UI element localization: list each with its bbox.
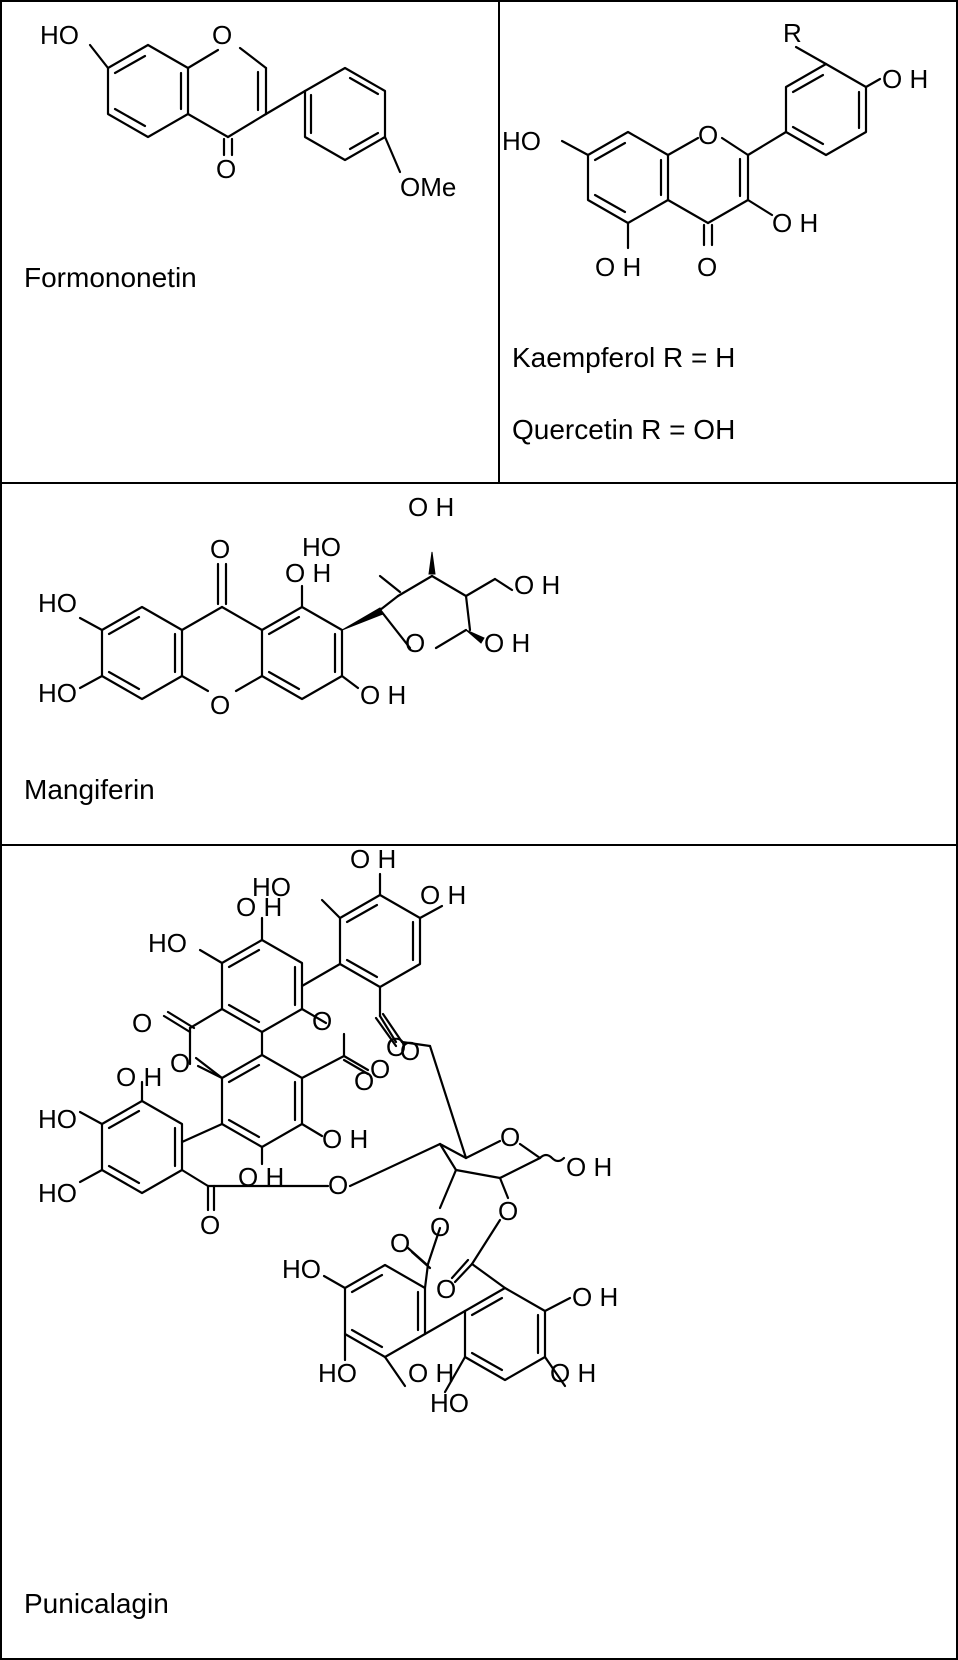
atom-label: O xyxy=(500,1122,520,1152)
atom-label: O xyxy=(430,1212,450,1242)
atom-label: O xyxy=(212,20,232,50)
atom-label: O xyxy=(210,534,230,564)
atom-label: O xyxy=(216,154,236,184)
atom-label: O xyxy=(436,1274,456,1304)
atom-label: O H xyxy=(514,570,560,600)
atom-label: O H xyxy=(572,1282,618,1312)
atom-label: HO xyxy=(40,20,79,50)
atom-label: O H xyxy=(408,1358,454,1388)
atom-label: HO xyxy=(38,1104,77,1134)
atom-label: HO xyxy=(148,928,187,958)
compound-name: Formononetin xyxy=(24,262,197,293)
atom-label: O H xyxy=(350,844,396,874)
atom-label: O H xyxy=(322,1124,368,1154)
atom-label: O H xyxy=(882,64,928,94)
atom-label: O xyxy=(170,1048,190,1078)
atom-label: HO xyxy=(430,1388,469,1418)
atom-label: O xyxy=(390,1228,410,1258)
row-divider-1 xyxy=(0,482,958,484)
compound-name-kaempferol: Kaempferol R = H xyxy=(512,342,736,373)
row-divider-2 xyxy=(0,844,958,846)
atom-label: O H xyxy=(408,492,454,522)
atom-label: O xyxy=(386,1032,406,1062)
atom-label: HO xyxy=(302,532,341,562)
atom-label: O H xyxy=(566,1152,612,1182)
atom-label: O H xyxy=(116,1062,162,1092)
formononetin-structure: HO O O OMe xyxy=(40,20,456,202)
atom-label: HO xyxy=(318,1358,357,1388)
mangiferin-structure: HO HO O O O H O H HO O H O H O O H xyxy=(38,492,560,720)
atom-label: O xyxy=(405,628,425,658)
column-divider xyxy=(498,0,500,483)
compound-name: Mangiferin xyxy=(24,774,155,805)
atom-label: O H xyxy=(484,628,530,658)
atom-label: O xyxy=(698,120,718,150)
atom-label: O xyxy=(132,1008,152,1038)
atom-label: HO xyxy=(502,126,541,156)
atom-label: O xyxy=(370,1054,390,1084)
atom-label: O xyxy=(354,1066,374,1096)
flavonol-structure: HO O O H O H O R O H xyxy=(502,18,928,282)
atom-label: O H xyxy=(236,892,282,922)
atom-label: HO xyxy=(252,872,291,902)
atom-label: O xyxy=(400,1036,420,1066)
atom-label: O H xyxy=(238,1162,284,1192)
atom-label: O H xyxy=(285,558,331,588)
atom-label: HO xyxy=(282,1254,321,1284)
atom-label: O xyxy=(312,1006,332,1036)
atom-label: O xyxy=(328,1170,348,1200)
atom-label: O H xyxy=(360,680,406,710)
atom-label: OMe xyxy=(400,172,456,202)
atom-label: O H xyxy=(595,252,641,282)
atom-label: O H xyxy=(772,208,818,238)
atom-label: HO xyxy=(38,678,77,708)
atom-label: HO xyxy=(38,1178,77,1208)
atom-label: O xyxy=(498,1196,518,1226)
atom-label: R xyxy=(783,18,802,48)
atom-label: O xyxy=(200,1210,220,1240)
atom-label: O H xyxy=(420,880,466,910)
atom-label: O xyxy=(210,690,230,720)
atom-label: HO xyxy=(38,588,77,618)
compound-name: Punicalagin xyxy=(24,1588,169,1619)
atom-label: O xyxy=(697,252,717,282)
compound-name-quercetin: Quercetin R = OH xyxy=(512,414,736,445)
punicalagin-structure: O H HO O H O H HO O O O O O O O O H HO O… xyxy=(38,844,618,1418)
atom-label: O H xyxy=(550,1358,596,1388)
